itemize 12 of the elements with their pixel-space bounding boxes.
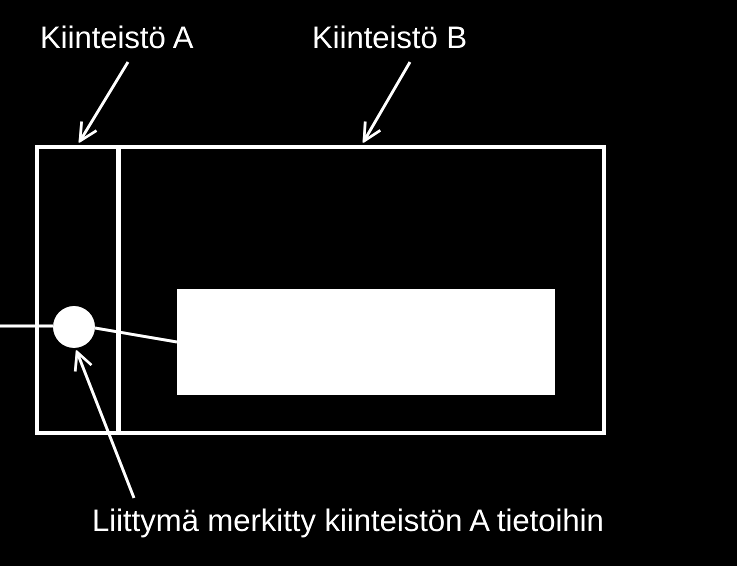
leader-arrow (74, 350, 136, 499)
connection-line (94, 326, 178, 344)
leader-arrow (78, 61, 130, 142)
property-boundary (116, 145, 606, 435)
property-label: Kiinteistö A (40, 20, 194, 58)
connection-label: Liittymä merkitty kiinteistön A tietoihin (92, 503, 604, 541)
leader-arrow (362, 61, 412, 142)
connection-line (0, 324, 53, 328)
property-boundary (35, 145, 121, 435)
connection-point (53, 306, 95, 348)
building (177, 289, 555, 395)
property-label: Kiinteistö B (312, 20, 468, 58)
